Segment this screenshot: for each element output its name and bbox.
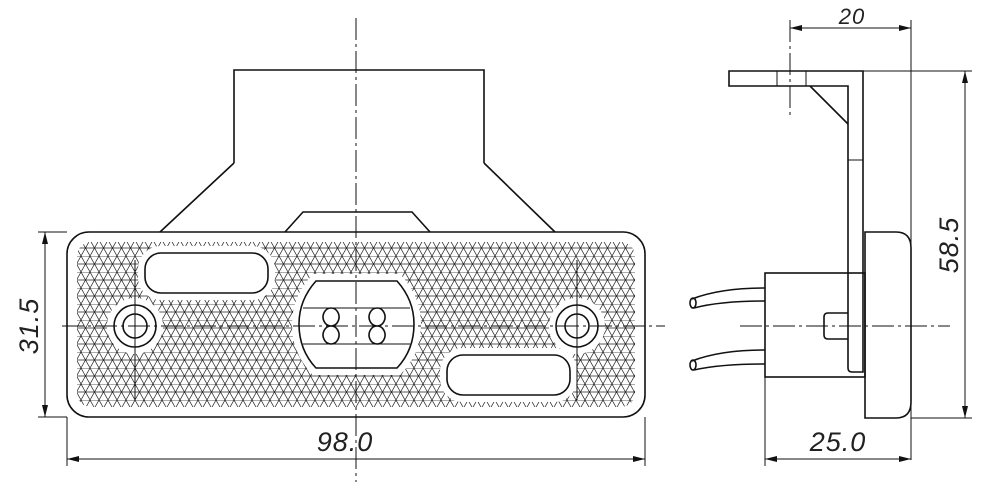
dimension-bracket-offset: 20: [790, 4, 912, 460]
dimension-label: 58.5: [934, 217, 964, 274]
dimension-width-front: 98.0: [66, 417, 646, 466]
connector-housing: [764, 272, 866, 378]
dimension-label: 31.5: [14, 298, 44, 355]
bracket-side: [728, 70, 864, 373]
dimension-height-side: 58.5: [863, 70, 972, 419]
mounting-bracket-front: [159, 69, 556, 233]
wires: [689, 287, 766, 371]
side-view: 20 58.5 25.0: [689, 4, 972, 466]
dimension-label: 98.0: [317, 427, 374, 457]
dimension-label: 20: [838, 4, 865, 29]
dimension-label: 25.0: [809, 427, 867, 457]
dimension-depth-side: 25.0: [764, 377, 911, 466]
center-window: [298, 280, 415, 369]
lens-side: [864, 231, 912, 419]
front-view: 31.5 98.0: [14, 18, 665, 482]
slot-bottom-right: [446, 354, 571, 396]
dimension-height-front: 31.5: [14, 231, 67, 418]
slot-top-left: [144, 252, 269, 294]
